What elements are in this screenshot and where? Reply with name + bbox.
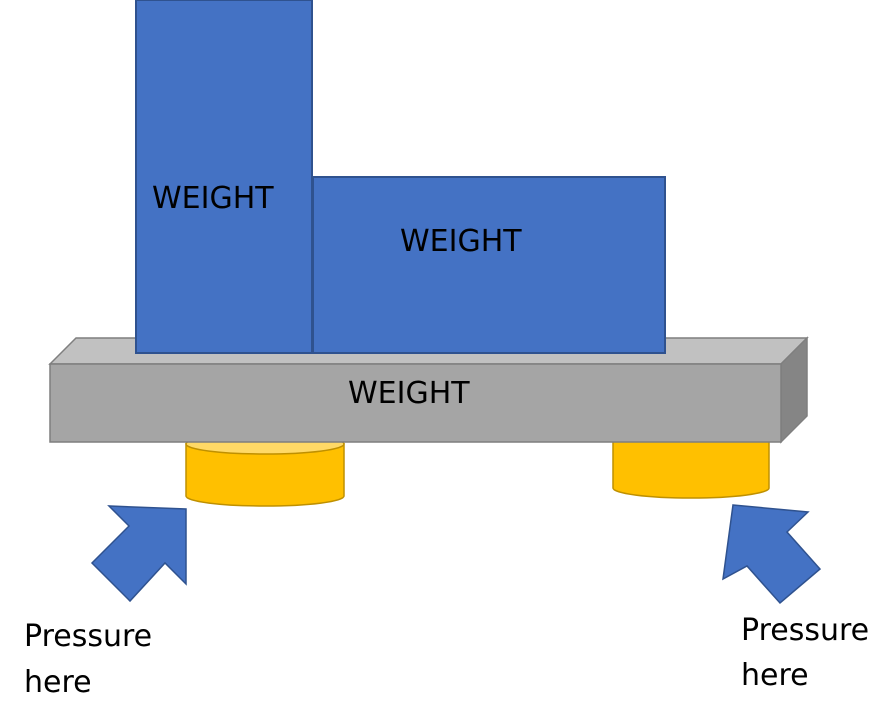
support-right-body <box>612 439 770 499</box>
weight-block-tall-label: WEIGHT <box>152 181 274 216</box>
pressure-label-right-line1: Pressure <box>741 613 869 648</box>
pressure-label-right-line2: here <box>741 658 809 693</box>
arrow-up-left-icon <box>722 504 822 605</box>
weight-block-tall: WEIGHT <box>135 0 313 354</box>
pressure-label-left-line2: here <box>24 665 92 700</box>
support-right <box>612 439 770 499</box>
beam-weight-label: WEIGHT <box>348 376 470 411</box>
support-left-body <box>185 443 345 507</box>
pressure-label-left-line1: Pressure <box>24 619 152 654</box>
weight-block-wide: WEIGHT <box>312 176 666 354</box>
beam-front-face <box>49 363 782 443</box>
support-left <box>185 433 345 507</box>
arrow-up-right-icon <box>90 505 187 603</box>
weight-block-wide-label: WEIGHT <box>400 224 522 259</box>
